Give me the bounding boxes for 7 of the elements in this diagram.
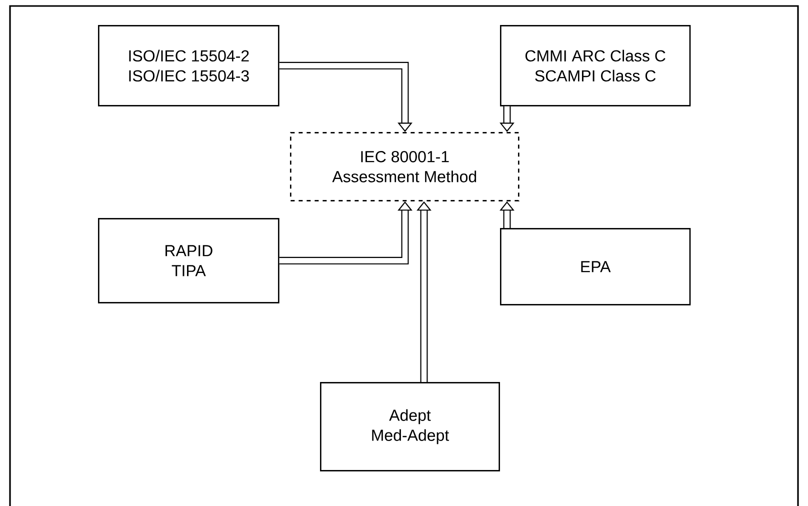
dashed-box: IEC 80001-1 Assessment Method [290, 132, 520, 202]
process-box: EPA [500, 228, 691, 306]
process-box: Adept Med-Adept [320, 382, 500, 472]
process-box: CMMI ARC Class C SCAMPI Class C [500, 25, 691, 106]
hollow-arrow [279, 62, 412, 132]
process-box: ISO/IEC 15504-2 ISO/IEC 15504-3 [98, 25, 280, 106]
process-box: RAPID TIPA [98, 218, 280, 304]
